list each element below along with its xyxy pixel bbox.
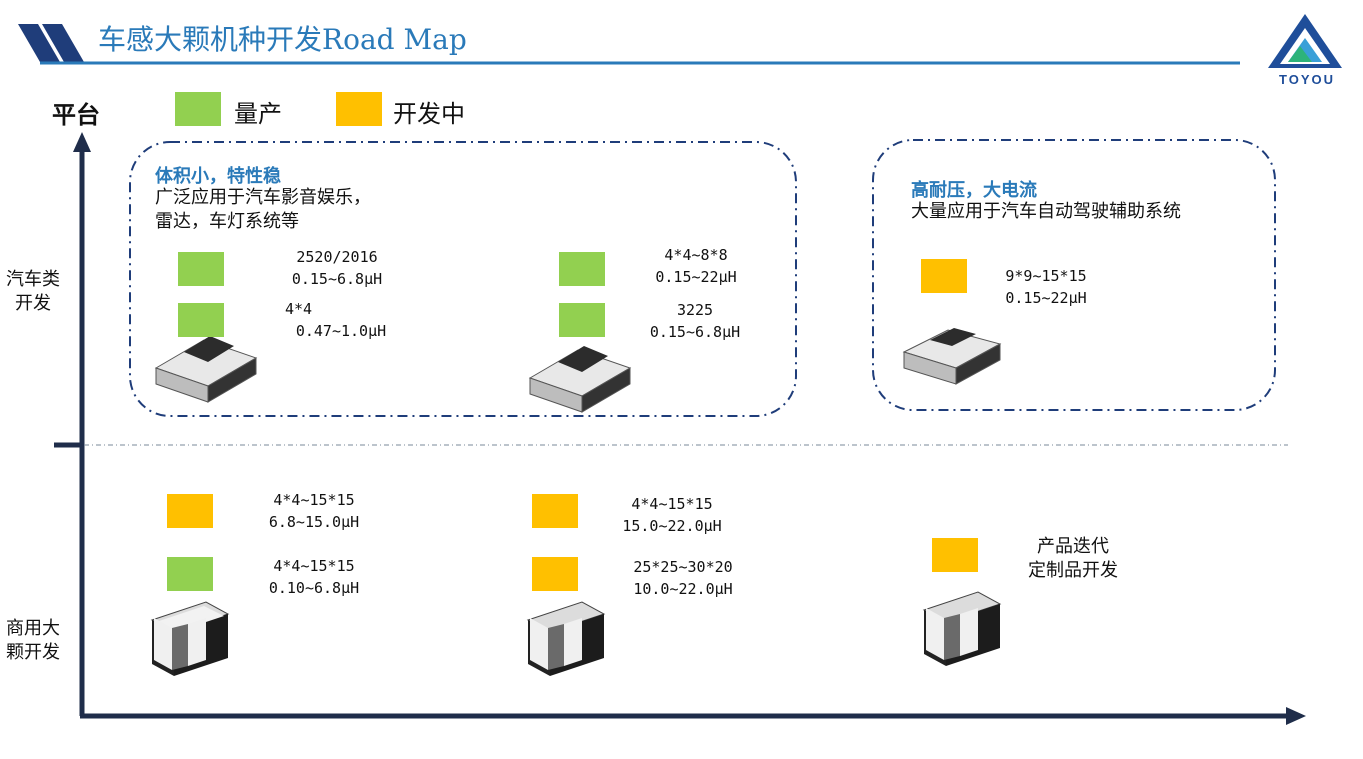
- spec-range: 0.10~6.8μH: [268, 579, 360, 597]
- auto-group-1-desc-line2: 雷达，车灯系统等: [155, 211, 299, 232]
- chip-image-2: [528, 346, 632, 413]
- cube-image-1: [150, 601, 230, 676]
- spec-range: 0.47~1.0μH: [295, 322, 387, 340]
- status-swatch-4x4-8x8: [559, 252, 605, 286]
- logo-wordmark: TOYOU: [1279, 72, 1335, 87]
- spec-size: 9*9~15*15: [1005, 267, 1087, 285]
- status-swatch-iteration: [932, 538, 978, 572]
- status-swatch-4x4: [178, 303, 224, 337]
- toyou-logo-icon: [1268, 14, 1342, 68]
- legend-label-in-development: 开发中: [393, 100, 465, 128]
- auto-group-1-title: 体积小，特性稳: [155, 166, 281, 187]
- spec-size: 4*4~15*15: [273, 491, 355, 509]
- spec-commercial-4: 25*25~30*20 10.0~22.0μH: [623, 556, 743, 600]
- row-label-commercial: 商用大 颗开发: [6, 618, 60, 663]
- spec-range: 6.8~15.0μH: [268, 513, 360, 531]
- cube-image-3: [922, 591, 1002, 666]
- spec-size: 25*25~30*20: [633, 558, 733, 576]
- status-swatch-commercial-1: [167, 494, 213, 528]
- spec-range: 0.15~22μH: [655, 268, 737, 286]
- auto-group-2-desc: 大量应用于汽车自动驾驶辅助系统: [911, 201, 1181, 222]
- legend-swatch-mass-production: [175, 92, 221, 126]
- auto-group-1-frame: [129, 141, 797, 417]
- status-swatch-3225: [559, 303, 605, 337]
- spec-size: 4*4~8*8: [664, 246, 728, 264]
- auto-group-2-title: 高耐压，大电流: [911, 180, 1037, 201]
- auto-group-1-desc-line1: 广泛应用于汽车影音娱乐，: [155, 187, 371, 208]
- chip-image-1: [154, 336, 258, 403]
- platform-label: 平台: [52, 101, 100, 129]
- y-axis-arrow: [73, 132, 91, 152]
- spec-4x4: 4*4 0.47~1.0μH: [285, 298, 397, 342]
- page-title: 车感大颗机种开发Road Map: [98, 23, 467, 56]
- status-swatch-9x9-15x15: [921, 259, 967, 293]
- spec-range: 0.15~22μH: [1005, 289, 1087, 307]
- spec-4x4-8x8: 4*4~8*8 0.15~22μH: [646, 244, 746, 288]
- header-stripes-icon: [18, 24, 84, 62]
- legend-label-mass-production: 量产: [234, 100, 282, 128]
- spec-range: 10.0~22.0μH: [633, 580, 733, 598]
- status-swatch-commercial-4: [532, 557, 578, 591]
- iteration-text: 产品迭代 定制品开发: [1016, 535, 1130, 583]
- cube-image-2: [526, 601, 606, 676]
- spec-commercial-3: 4*4~15*15 15.0~22.0μH: [612, 493, 732, 537]
- status-swatch-2520: [178, 252, 224, 286]
- iteration-line2: 定制品开发: [1028, 560, 1118, 581]
- spec-commercial-2: 4*4~15*15 0.10~6.8μH: [258, 555, 370, 599]
- spec-commercial-1: 4*4~15*15 6.8~15.0μH: [258, 489, 370, 533]
- row-label-automotive: 汽车类 开发: [6, 269, 60, 314]
- x-axis-arrow: [1286, 707, 1306, 725]
- spec-range: 0.15~6.8μH: [291, 270, 383, 288]
- spec-9x9-15x15: 9*9~15*15 0.15~22μH: [996, 265, 1096, 309]
- legend-swatch-in-development: [336, 92, 382, 126]
- auto-group-2-frame: [872, 139, 1276, 411]
- spec-size: 3225: [676, 301, 714, 319]
- spec-size: 4*4~15*15: [273, 557, 355, 575]
- status-swatch-commercial-3: [532, 494, 578, 528]
- spec-range: 15.0~22.0μH: [622, 517, 722, 535]
- spec-2520: 2520/2016 0.15~6.8μH: [282, 246, 392, 290]
- spec-range: 0.15~6.8μH: [649, 323, 741, 341]
- spec-size: 4*4~15*15: [631, 495, 713, 513]
- chip-image-3: [902, 328, 1002, 385]
- spec-3225: 3225 0.15~6.8μH: [643, 299, 747, 343]
- spec-size: 2520/2016: [296, 248, 378, 266]
- spec-size: 4*4: [285, 300, 313, 318]
- status-swatch-commercial-2: [167, 557, 213, 591]
- iteration-line1: 产品迭代: [1037, 536, 1109, 557]
